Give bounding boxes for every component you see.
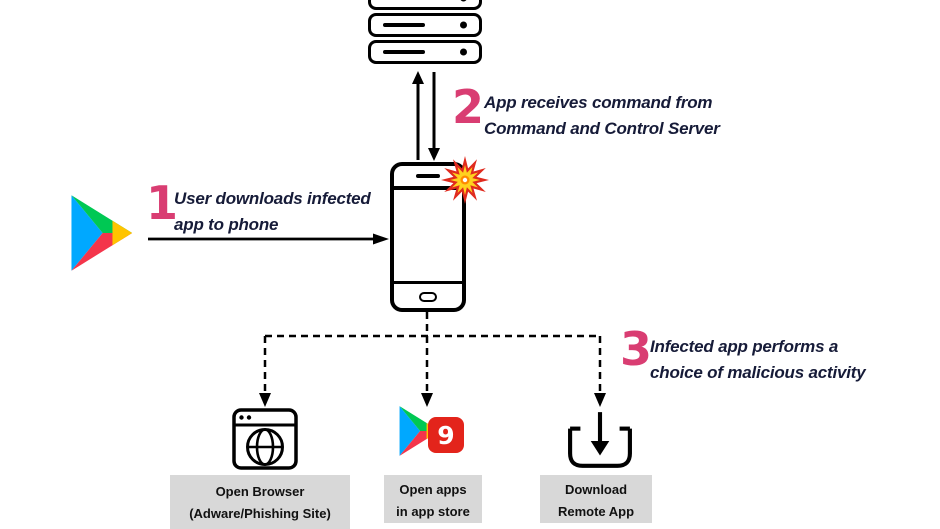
browser-globe-icon [232, 408, 298, 470]
google-play-icon [71, 195, 133, 271]
branch-connectors [259, 312, 606, 407]
outcome-label-appstore-line1: Open apps [399, 482, 467, 497]
step-3-caption: Infected app performs a choice of malici… [650, 334, 866, 385]
phone-screen-bottom-line [394, 280, 462, 284]
app-store-9-badge-text: 9 [437, 420, 455, 450]
outcome-label-download: Download Remote App [540, 475, 652, 523]
server-vent-bar [383, 50, 425, 54]
outcome-label-appstore-line2: in app store [396, 504, 470, 520]
outcome-label-browser: Open Browser (Adware/Phishing Site) [170, 475, 350, 529]
server-led-dot [460, 48, 467, 56]
outcome-label-browser-line1: Open Browser [215, 484, 305, 499]
download-tray-icon [568, 412, 632, 468]
server-unit [368, 0, 482, 10]
app-store-9-badge: 9 [428, 417, 464, 453]
server-led-dot [460, 21, 467, 29]
phone-screen-top-line [394, 186, 462, 190]
outcome-label-download-line2: Remote App [557, 504, 635, 520]
server-vent-bar [383, 23, 425, 27]
server-stack-icon [368, 0, 482, 68]
up-down-arrows-icon [412, 71, 440, 161]
app-store-9-icon: 9 [392, 402, 468, 466]
step-3-number: 3 [620, 322, 653, 376]
step-1-caption-line2: app to phone [174, 214, 279, 234]
download-to-phone-arrow [148, 233, 389, 245]
server-unit [368, 40, 482, 64]
phone-home-button [419, 292, 437, 302]
outcome-label-browser-line2: (Adware/Phishing Site) [189, 506, 331, 522]
step-1-caption: User downloads infected app to phone [174, 186, 371, 237]
step-1-number: 1 [146, 176, 179, 230]
phone-speaker [416, 174, 440, 178]
server-unit [368, 13, 482, 37]
step-2-caption: App receives command from Command and Co… [484, 90, 720, 141]
infection-burst-icon [441, 156, 489, 204]
outcome-label-download-line1: Download [564, 482, 628, 497]
step-2-caption-line1: App receives command from [484, 93, 713, 112]
step-3-caption-line2: choice of malicious activity [650, 362, 866, 382]
step-2-caption-line2: Command and Control Server [484, 118, 720, 138]
outcome-label-appstore: Open apps in app store [384, 475, 482, 523]
step-2-number: 2 [452, 80, 485, 134]
step-1-caption-line1: User downloads infected [174, 189, 371, 208]
step-3-caption-line1: Infected app performs a [650, 337, 839, 356]
server-led-dot [460, 0, 467, 2]
